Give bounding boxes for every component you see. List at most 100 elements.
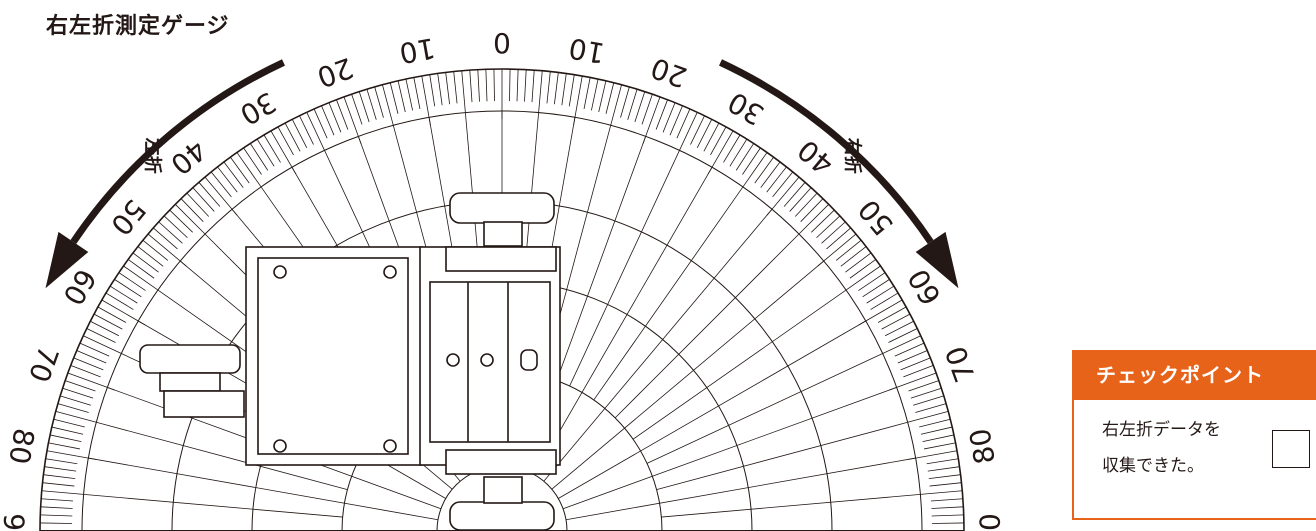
degree-tick: [328, 102, 342, 133]
degree-tick: [123, 265, 159, 291]
degree-tick: [882, 335, 921, 354]
degree-tick: [888, 328, 918, 343]
degree-tick: [389, 82, 399, 114]
degree-tick: [655, 99, 668, 130]
screw: [446, 353, 460, 367]
checkpoint-header: チェックポイント: [1074, 352, 1316, 400]
degree-tick: [858, 272, 886, 291]
degree-tick: [554, 72, 559, 105]
screw: [383, 265, 397, 279]
degree-tick: [284, 122, 301, 152]
left-arrowhead: [45, 231, 89, 289]
degree-tick: [41, 498, 74, 502]
degree-tick: [862, 279, 890, 298]
degree-tick: [374, 86, 384, 118]
degree-tick: [366, 89, 377, 120]
degree-tick: [620, 86, 630, 118]
degree-tick: [897, 350, 928, 364]
degree-tick: [789, 187, 812, 212]
degree-tick: [669, 105, 683, 136]
degree-tick: [192, 187, 215, 212]
degree-tick: [729, 138, 748, 167]
degree-tick: [877, 306, 907, 323]
wheel-bottom-hub: [483, 476, 523, 504]
caster-wheel: [139, 344, 241, 374]
degree-tick: [83, 335, 122, 354]
degree-tick: [821, 221, 846, 244]
angle-ray: [656, 421, 908, 490]
degree-tick: [610, 84, 622, 126]
degree-tick: [516, 69, 519, 102]
degree-tick: [358, 91, 370, 123]
angle-label: 80: [963, 426, 1002, 467]
degree-tick: [509, 69, 511, 102]
angle-label: 50: [852, 193, 900, 242]
angle-label: 50: [104, 193, 152, 242]
battery-holder: [429, 281, 551, 443]
degree-tick: [250, 143, 269, 171]
caster-mount: [159, 372, 221, 392]
left-turn-label: 左折: [142, 138, 164, 174]
degree-tick: [591, 79, 599, 111]
angle-ray: [593, 186, 744, 401]
degree-tick: [351, 94, 363, 125]
wheel-bottom: [449, 501, 555, 531]
screw: [273, 265, 287, 279]
degree-tick: [931, 514, 964, 517]
degree-tick: [291, 119, 308, 149]
degree-tick: [453, 71, 458, 104]
degree-tick: [524, 69, 527, 102]
angle-ray: [551, 260, 824, 490]
angle-label: 40: [791, 133, 840, 181]
degree-tick: [723, 134, 741, 163]
degree-tick: [903, 365, 934, 378]
degree-tick: [405, 79, 413, 111]
degree-tick: [696, 119, 713, 149]
degree-tick: [175, 204, 206, 235]
degree-tick: [910, 387, 942, 399]
degree-tick: [137, 246, 164, 267]
degree-tick: [930, 498, 963, 502]
degree-tick: [900, 357, 931, 371]
degree-tick: [236, 152, 262, 188]
degree-tick: [598, 80, 607, 113]
degree-tick: [798, 204, 829, 235]
degree-tick: [313, 108, 328, 139]
degree-tick: [605, 82, 615, 114]
left-turn-arrow: [70, 59, 285, 244]
degree-tick: [783, 182, 806, 207]
robot-body-left-inner: [257, 257, 409, 455]
angle-ray: [88, 457, 439, 521]
degree-tick: [336, 99, 349, 130]
degree-tick: [86, 328, 116, 343]
degree-tick: [826, 227, 851, 250]
degree-tick: [132, 252, 159, 273]
degree-tick: [45, 458, 78, 465]
checkpoint-line-1: 右左折データを: [1102, 420, 1221, 439]
sensor-block: [163, 390, 245, 418]
degree-tick: [382, 84, 394, 126]
degree-tick: [546, 71, 551, 104]
degree-tick: [919, 418, 951, 428]
degree-tick: [40, 514, 73, 517]
degree-tick: [127, 259, 155, 279]
angle-label: 70: [22, 342, 65, 387]
degree-tick: [931, 506, 964, 509]
gear-strip-top: [445, 246, 557, 272]
degree-tick: [485, 69, 488, 102]
angle-ray: [569, 150, 680, 387]
checkpoint-checkbox[interactable]: [1272, 430, 1310, 468]
angle-label: 0: [493, 27, 511, 60]
degree-tick: [845, 252, 872, 273]
angle-ray: [632, 289, 847, 440]
degree-tick: [114, 279, 142, 298]
degree-tick: [256, 138, 275, 167]
degree-tick: [469, 70, 473, 103]
degree-tick: [922, 434, 954, 442]
screw: [273, 439, 287, 453]
degree-tick: [97, 306, 127, 323]
degree-tick: [931, 522, 964, 524]
degree-tick: [62, 387, 94, 399]
degree-tick: [760, 161, 781, 188]
degree-tick: [627, 89, 638, 120]
